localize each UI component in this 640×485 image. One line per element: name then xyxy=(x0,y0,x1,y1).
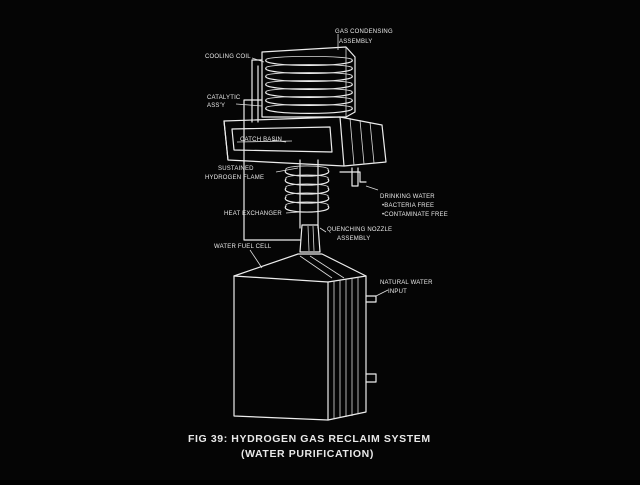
leader-lines xyxy=(235,34,389,297)
gas-condensing-label: GAS CONDENSING xyxy=(335,29,393,35)
gas-condensing-label-2: ASSEMBLY xyxy=(339,39,373,45)
drinking-water-label: DRINKING WATER xyxy=(380,194,435,200)
water-fuel-cell-label: WATER FUEL CELL xyxy=(214,244,272,250)
quenching-nozzle-label: QUENCHING NOZZLE xyxy=(327,227,392,233)
coil-winding-back xyxy=(285,174,329,180)
coil-winding-back xyxy=(285,165,329,171)
figure-caption: FIG 39: HYDROGEN GAS RECLAIM SYSTEM xyxy=(188,433,431,445)
coil-winding xyxy=(265,67,353,74)
coil-winding xyxy=(265,83,353,90)
coil-winding xyxy=(284,169,330,177)
coil-winding-back xyxy=(285,192,329,198)
catch-basin-assembly xyxy=(223,116,387,187)
coil-winding xyxy=(284,205,330,213)
coil-winding xyxy=(284,196,330,204)
water-fuel-cell xyxy=(233,253,377,421)
coil-winding-back xyxy=(265,80,353,85)
cooling-coil-assembly xyxy=(243,46,356,241)
heat-exchanger xyxy=(284,159,330,229)
coil-winding-back xyxy=(265,88,353,93)
drinking-water-item-2: •CONTAMINATE FREE xyxy=(382,212,448,218)
heat-exchanger-label: HEAT EXCHANGER xyxy=(224,211,282,217)
catalytic-label-2: ASS'Y xyxy=(207,103,225,109)
sustained-flame-label-2: HYDROGEN FLAME xyxy=(205,175,264,181)
catch-basin-label: CATCH BASIN xyxy=(240,137,282,143)
catalytic-label: CATALYTIC xyxy=(207,95,241,101)
coil-winding-back xyxy=(265,96,353,101)
coil-winding-back xyxy=(265,72,353,77)
quenching-nozzle-label-2: ASSEMBLY xyxy=(337,236,371,242)
coil-winding xyxy=(265,75,353,82)
figure-caption-subtitle: (WATER PURIFICATION) xyxy=(241,448,374,460)
quenching-nozzle xyxy=(299,224,321,253)
coil-winding-back xyxy=(265,64,353,69)
natural-water-label: NATURAL WATER xyxy=(380,280,433,286)
coil-winding-back xyxy=(265,56,353,61)
coil-winding-back xyxy=(285,201,329,207)
natural-water-label-2: INPUT xyxy=(388,289,407,295)
cooling-coil-label: COOLING COIL xyxy=(205,54,251,60)
coil-winding xyxy=(284,178,330,186)
coil-winding-back xyxy=(265,104,353,109)
sustained-flame-label: SUSTAINED xyxy=(218,166,254,172)
coil-winding xyxy=(265,99,353,106)
coil-winding xyxy=(265,91,353,98)
coil-winding xyxy=(265,107,353,114)
coil-winding xyxy=(265,59,353,66)
drinking-water-item-1: •BACTERIA FREE xyxy=(382,203,434,209)
coil-winding-back xyxy=(285,183,329,189)
coil-winding xyxy=(284,187,330,195)
